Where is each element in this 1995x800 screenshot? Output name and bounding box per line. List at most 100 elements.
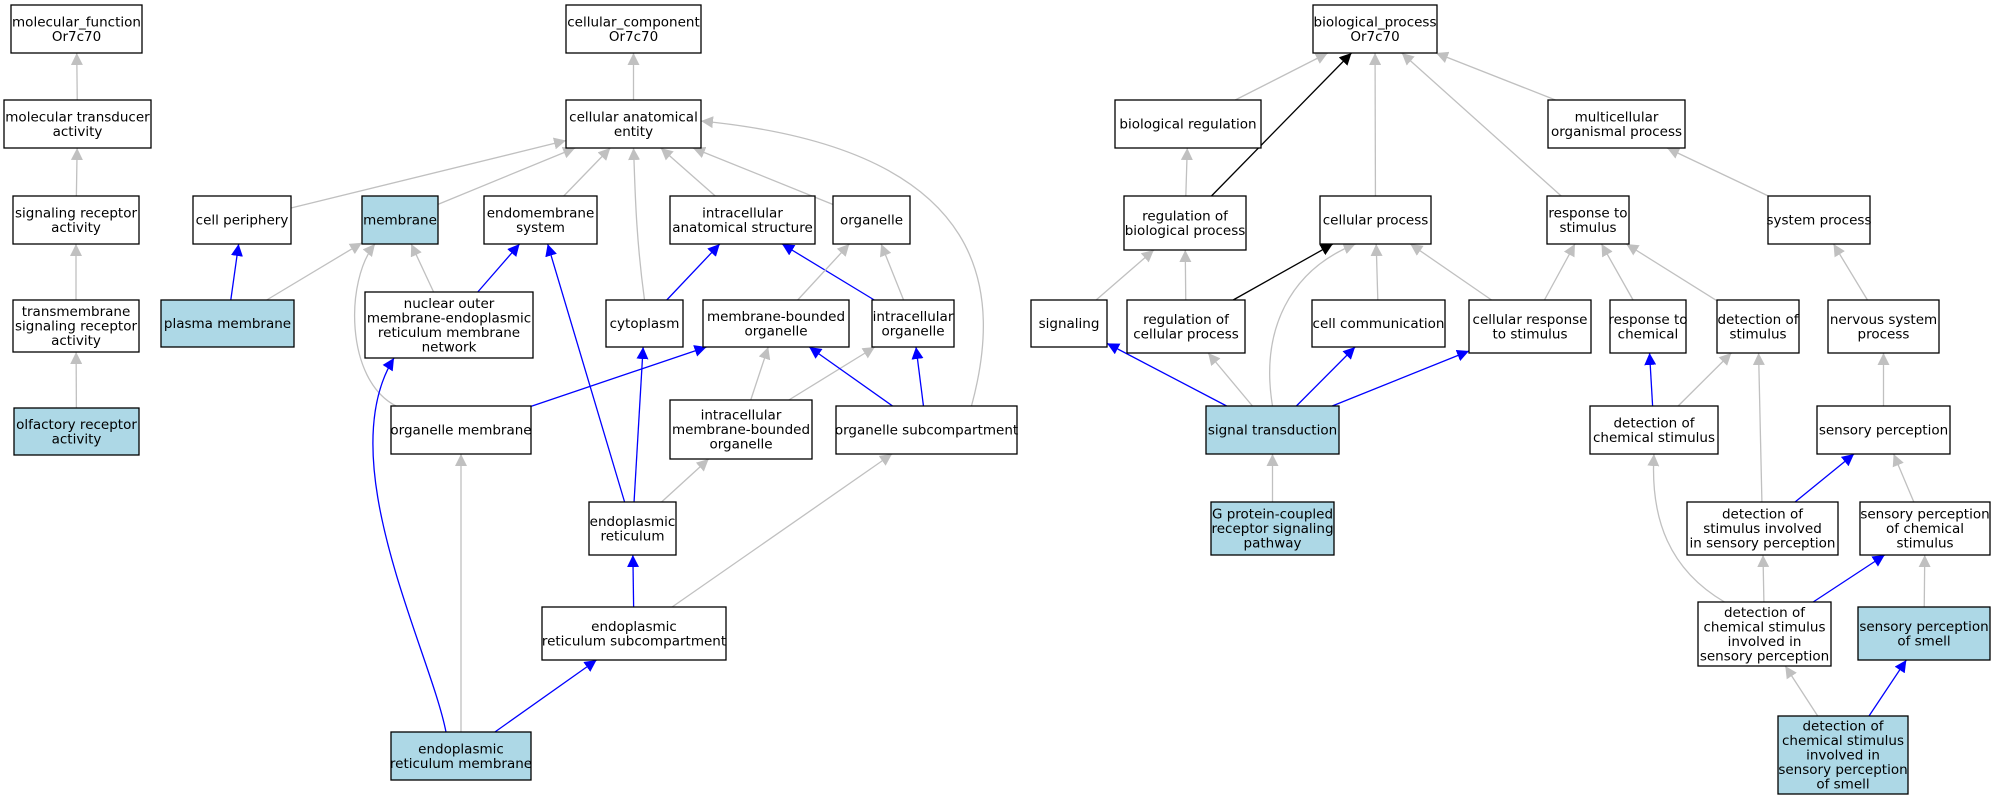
node-label-line: reticulum membrane	[390, 756, 532, 772]
node-box	[871, 299, 955, 348]
node-label-line: response to	[1548, 205, 1627, 221]
node-label-line: molecular transducer	[5, 109, 150, 125]
node-cell-communication[interactable]: cell communication	[1311, 299, 1446, 348]
node-label-line: signaling receptor	[15, 319, 138, 335]
node-signaling[interactable]: signaling	[1030, 299, 1108, 348]
node-label-line: chemical stimulus	[1782, 733, 1904, 749]
node-organelle-membrane[interactable]: organelle membrane	[390, 405, 532, 455]
edge-organelle-subcomp-to-intracell-organelle	[911, 346, 925, 407]
edge-nuclear-outer-to-membrane	[410, 243, 435, 293]
edge-organelle-membrane-to-membrane	[354, 243, 397, 407]
node-label-line: endoplasmic	[591, 619, 677, 635]
node-label-line: cell periphery	[196, 213, 289, 229]
edge-organelle-to-cell-anat-entity	[692, 146, 834, 206]
node-label-line: plasma membrane	[164, 316, 291, 332]
node-box	[1468, 299, 1592, 354]
edge-detection-chem-stimulus-to-response-chemical	[1644, 352, 1657, 407]
node-label-line: stimulus involved	[1703, 521, 1822, 537]
node-plasma-membrane[interactable]: plasma membrane	[160, 299, 295, 348]
node-label-line: biological regulation	[1119, 117, 1256, 133]
node-label-line: organelle	[840, 213, 903, 229]
node-nuclear-outer[interactable]: nuclear outermembrane-endoplasmicreticul…	[364, 291, 534, 359]
edge-signal-transduction-to-cell-communication	[1295, 346, 1356, 407]
edge-detection-chem-sensory-to-detection-chem-stimulus	[1647, 453, 1725, 603]
node-label-line: nuclear outer	[404, 296, 495, 312]
edge-bio-regulation-to-bp-root	[1234, 52, 1329, 101]
node-sensory-perception[interactable]: sensory perception	[1816, 405, 1951, 455]
node-box	[192, 195, 292, 245]
node-box	[832, 195, 911, 245]
node-label-line: intracellular	[873, 309, 954, 325]
node-bio-regulation[interactable]: biological regulation	[1114, 99, 1262, 149]
node-box	[12, 195, 140, 245]
edge-detection-chem-stimulus-to-detection-stimulus	[1677, 352, 1732, 407]
edge-intracell-anat-to-cell-anat-entity	[660, 147, 716, 197]
node-label-line: organelle	[709, 437, 772, 453]
node-label-line: membrane-endoplasmic	[367, 310, 531, 326]
node-box	[1030, 299, 1108, 348]
node-organelle[interactable]: organelle	[832, 195, 911, 245]
node-label-line: of smell	[1816, 777, 1869, 793]
node-label-line: activity	[51, 220, 101, 236]
edge-system-process-to-multicell-process	[1666, 147, 1769, 197]
node-label-line: involved in	[1806, 748, 1880, 764]
edge-cell-response-stimulus-to-response-stimulus	[1543, 243, 1576, 301]
node-box	[361, 195, 439, 245]
edge-er-to-cytoplasm	[633, 346, 649, 503]
node-cell-periphery[interactable]: cell periphery	[192, 195, 292, 245]
node-box	[1827, 299, 1940, 354]
node-cytoplasm[interactable]: cytoplasm	[605, 299, 684, 348]
edge-cell-periphery-to-cell-anat-entity	[290, 137, 567, 209]
node-box	[1767, 195, 1871, 245]
node-label-line: of chemical	[1886, 521, 1964, 537]
node-membrane[interactable]: membrane	[361, 195, 439, 245]
node-cellular-process[interactable]: cellular process	[1319, 195, 1432, 245]
edge-plasma-membrane-to-cell-periphery	[230, 243, 243, 301]
node-label-line: process	[1858, 326, 1910, 342]
node-organelle-subcomp[interactable]: organelle subcompartment	[835, 405, 1018, 455]
node-label-line: detection of	[1724, 605, 1806, 621]
node-system-process[interactable]: system process	[1767, 195, 1872, 245]
edge-nervous-system-process-to-system-process	[1832, 243, 1869, 301]
node-label-line: biological process	[1125, 223, 1246, 239]
node-label-line: activity	[52, 431, 102, 447]
node-label-line: pathway	[1244, 536, 1302, 552]
node-label-line: cellular_component	[567, 14, 699, 30]
node-label-line: receptor signaling	[1211, 521, 1333, 537]
node-signal-transduction[interactable]: signal transduction	[1205, 405, 1340, 455]
node-label-line: multicellular	[1575, 109, 1659, 125]
node-label-line: in sensory perception	[1690, 536, 1836, 552]
